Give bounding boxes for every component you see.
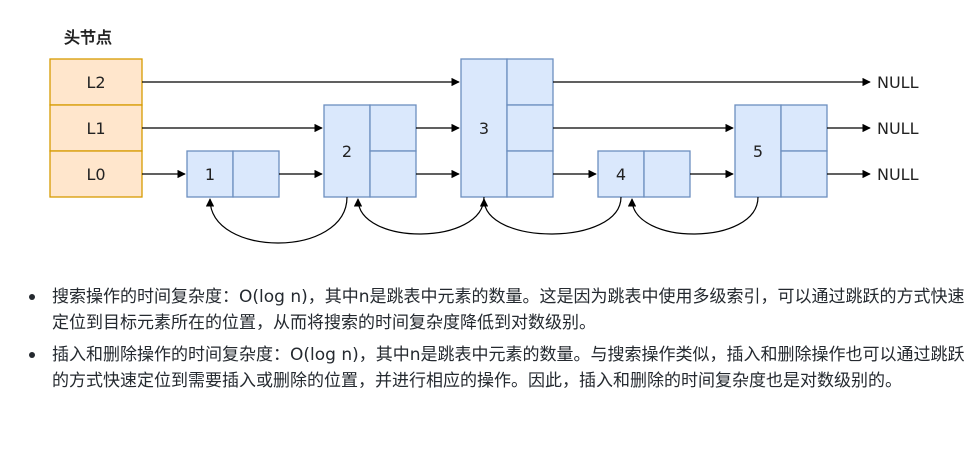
node-5: 5 [734, 104, 828, 198]
skip-list-diagram: L2 L1 L0 1 2 3 4 5 [49, 58, 919, 244]
level-label-l0: L0 [86, 165, 105, 184]
null-label-l2: NULL [877, 73, 919, 92]
curve-2-to-1 [205, 196, 348, 244]
node-2-key-cell [323, 104, 371, 198]
node-2: 2 [323, 104, 417, 198]
node-1-label: 1 [205, 165, 215, 184]
curve-4-to-3 [479, 196, 622, 235]
node-4: 4 [597, 150, 691, 198]
node-4-label: 4 [616, 165, 626, 184]
node-5-l0-cell [780, 150, 828, 198]
level-label-l1: L1 [86, 119, 105, 138]
node-2-label: 2 [342, 142, 352, 161]
node-1-l0-cell [232, 150, 280, 198]
node-5-label: 5 [753, 142, 763, 161]
node-3-label: 3 [479, 119, 489, 138]
node-3-l0-cell [506, 150, 554, 198]
bullet-search-complexity: 搜索操作的时间复杂度：O(log n)，其中n是跳表中元素的数量。这是因为跳表中… [26, 284, 966, 336]
node-5-key-cell [734, 104, 782, 198]
curve-3-to-2 [353, 196, 485, 235]
node-3-key-cell [460, 58, 508, 198]
node-3-l1-cell [506, 104, 554, 152]
node-5-l1-cell [780, 104, 828, 152]
bullet-insert-delete-complexity: 插入和删除操作的时间复杂度：O(log n)，其中n是跳表中元素的数量。与搜索操… [26, 342, 966, 394]
head-node: L2 L1 L0 [49, 58, 143, 198]
complexity-bullet-list: 搜索操作的时间复杂度：O(log n)，其中n是跳表中元素的数量。这是因为跳表中… [26, 284, 966, 400]
head-node-title: 头节点 [64, 28, 113, 47]
null-label-l0: NULL [877, 165, 919, 184]
node-2-l0-cell [369, 150, 417, 198]
node-1: 1 [186, 150, 280, 198]
node-3-l2-cell [506, 58, 554, 106]
node-2-l1-cell [369, 104, 417, 152]
node-4-l0-cell [643, 150, 691, 198]
curve-5-to-4 [627, 196, 759, 235]
null-label-l1: NULL [877, 119, 919, 138]
node-4-key-cell [597, 150, 645, 198]
node-3: 3 [460, 58, 554, 198]
level-label-l2: L2 [86, 73, 105, 92]
